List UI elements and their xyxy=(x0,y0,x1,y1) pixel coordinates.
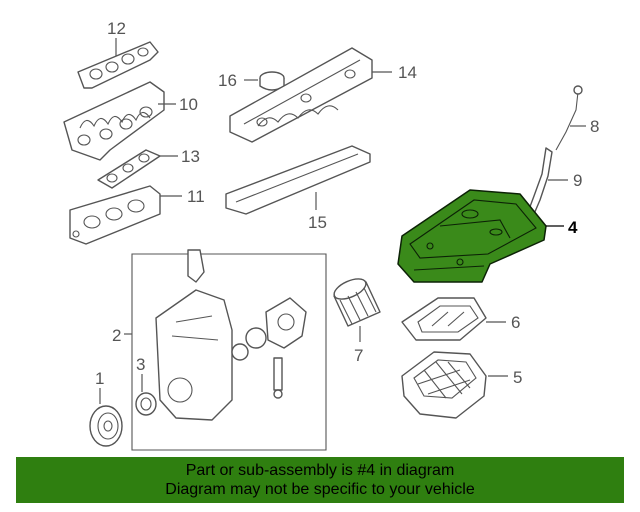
part-8-dipstick[interactable] xyxy=(555,85,583,151)
callout-5: 5 xyxy=(513,368,522,387)
callout-14: 14 xyxy=(398,63,417,82)
parts-diagram: 12 10 13 11 16 xyxy=(63,19,599,451)
callout-16: 16 xyxy=(218,71,237,90)
callout-6: 6 xyxy=(511,313,520,332)
callout-4: 4 xyxy=(568,218,578,237)
callout-13: 13 xyxy=(181,147,200,166)
part-9-dipstick-tube[interactable] xyxy=(527,147,553,215)
part-12-gasket[interactable] xyxy=(77,41,159,89)
part-6-baffle-plate[interactable] xyxy=(401,297,487,341)
callout-1: 1 xyxy=(95,369,104,388)
banner-line-2: Diagram may not be specific to your vehi… xyxy=(165,481,475,498)
callout-10: 10 xyxy=(179,95,198,114)
callout-7: 7 xyxy=(354,346,363,365)
part-14-valve-cover[interactable] xyxy=(229,47,373,143)
callout-15: 15 xyxy=(308,213,327,232)
part-16-oil-cap[interactable] xyxy=(259,71,285,91)
part-15-valve-cover-gasket[interactable] xyxy=(225,145,371,215)
part-3-crank-seal[interactable] xyxy=(135,392,157,416)
part-4-upper-oil-pan[interactable] xyxy=(397,189,547,283)
banner-line-1: Part or sub-assembly is #4 in diagram xyxy=(185,462,455,479)
part-10-intake-manifold[interactable] xyxy=(63,81,165,161)
part-5-lower-oil-pan[interactable] xyxy=(401,351,487,419)
part-1-crank-pulley[interactable] xyxy=(89,405,123,447)
callout-12: 12 xyxy=(107,19,126,38)
callout-2: 2 xyxy=(112,326,121,345)
part-13-gasket[interactable] xyxy=(97,149,161,189)
part-2-timing-cover-group[interactable] xyxy=(131,249,327,451)
part-7-oil-filter[interactable] xyxy=(331,275,381,327)
callout-11: 11 xyxy=(187,187,205,206)
part-11-lower-manifold[interactable] xyxy=(69,185,161,245)
callout-3: 3 xyxy=(136,355,145,374)
callout-9: 9 xyxy=(573,171,582,190)
info-banner: Part or sub-assembly is #4 in diagram Di… xyxy=(16,457,624,503)
callout-8: 8 xyxy=(590,117,599,136)
